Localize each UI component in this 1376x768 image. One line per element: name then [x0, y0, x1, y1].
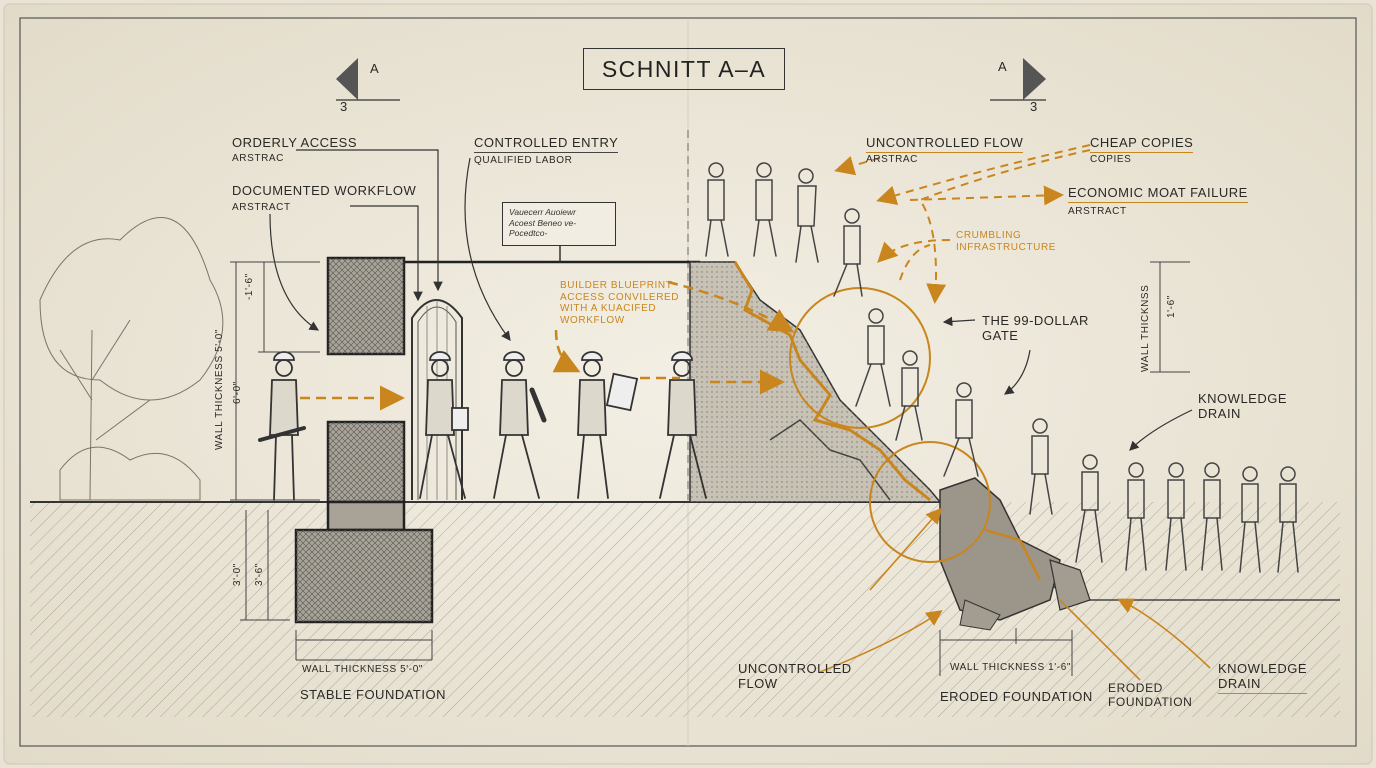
- dim-low-left-2: 3'-6": [254, 563, 265, 586]
- section-letter-right: A: [998, 59, 1008, 74]
- label-uncontrolled-flow-top-sub: ARSTRAC: [866, 154, 918, 165]
- section-marker-left: [336, 58, 400, 101]
- crumbling-wall: [689, 261, 1091, 631]
- uncontrolled-crowd: [705, 162, 1299, 573]
- dimension-lines: [230, 261, 1190, 676]
- label-stable-foundation: STABLE FOUNDATION: [300, 687, 446, 702]
- label-economic-moat-failure-sub: ARSTRACT: [1068, 206, 1127, 217]
- label-eroded-foundation-1: ERODED FOUNDATION: [940, 689, 1093, 704]
- tree-sketch: [39, 217, 224, 501]
- orderly-flow-arrows: [300, 280, 795, 411]
- label-wall-thickness-right-vertical: WALL THICKNSS: [1140, 284, 1151, 372]
- section-marker-right: [990, 58, 1046, 101]
- black-leaders: [269, 149, 1193, 451]
- dim-low-left-1: 3'-0": [232, 563, 243, 586]
- label-eroded-foundation-2: ERODED FOUNDATION: [1108, 681, 1193, 709]
- section-number-right: 3: [1030, 99, 1038, 114]
- chaotic-flow-arrows: [834, 144, 1091, 304]
- sign-text: Vauecerr Auoiewr Acoest Beneo ve- Pocedt…: [509, 207, 577, 239]
- label-economic-moat-failure: ECONOMIC MOAT FAILURE: [1068, 185, 1248, 203]
- label-99-dollar-gate: THE 99-DOLLAR GATE: [982, 313, 1089, 343]
- label-cheap-copies-sub: COPIES: [1090, 154, 1132, 165]
- label-controlled-entry-sub: QUALIFIED LABOR: [474, 155, 573, 166]
- left-wall-section: [294, 256, 700, 624]
- dim-top-left: -1'-6": [244, 273, 255, 300]
- label-documented-workflow: DOCUMENTED WORKFLOW: [232, 183, 417, 198]
- label-controlled-entry: CONTROLLED ENTRY: [474, 135, 619, 153]
- dim-mid-left: 6'-0": [232, 381, 243, 404]
- sign-board: Vauecerr Auoiewr Acoest Beneo ve- Pocedt…: [502, 202, 616, 246]
- label-knowledge-drain-right: KNOWLEDGE DRAIN: [1198, 391, 1288, 421]
- label-wall-thickness-right-bottom: WALL THICKNESS 1'-6": [950, 662, 1072, 673]
- label-builder-blueprint: BUILDER BLUEPRINT ACCESS CONVILERED WITH…: [560, 280, 680, 326]
- section-number-left: 3: [340, 99, 348, 114]
- label-orderly-access-sub: ARSTRAC: [232, 153, 284, 164]
- label-knowledge-drain-bottom: KNOWLEDGE DRAIN: [1218, 661, 1308, 694]
- label-crumbling-infrastructure: CRUMBLING INFRASTRUCTURE: [956, 230, 1057, 253]
- label-uncontrolled-flow-bottom: UNCONTROLLED FLOW: [738, 661, 852, 691]
- label-wall-thickness-left-vertical: WALL THICKNESS 5'-0": [214, 328, 225, 450]
- section-letter-left: A: [370, 61, 380, 76]
- section-title: SCHNITT A–A: [583, 48, 785, 90]
- label-uncontrolled-flow-top: UNCONTROLLED FLOW: [866, 135, 1024, 153]
- label-cheap-copies: CHEAP COPIES: [1090, 135, 1194, 153]
- label-documented-workflow-sub: ARSTRACT: [232, 202, 291, 213]
- bottom-orange-leaders: [819, 507, 1211, 681]
- orderly-workers: [258, 351, 707, 501]
- label-wall-thickness-left-bottom: WALL THICKNESS 5'-0": [302, 664, 424, 675]
- dim-right: 1'-6": [1166, 295, 1177, 318]
- label-orderly-access: ORDERLY ACCESS: [232, 135, 358, 150]
